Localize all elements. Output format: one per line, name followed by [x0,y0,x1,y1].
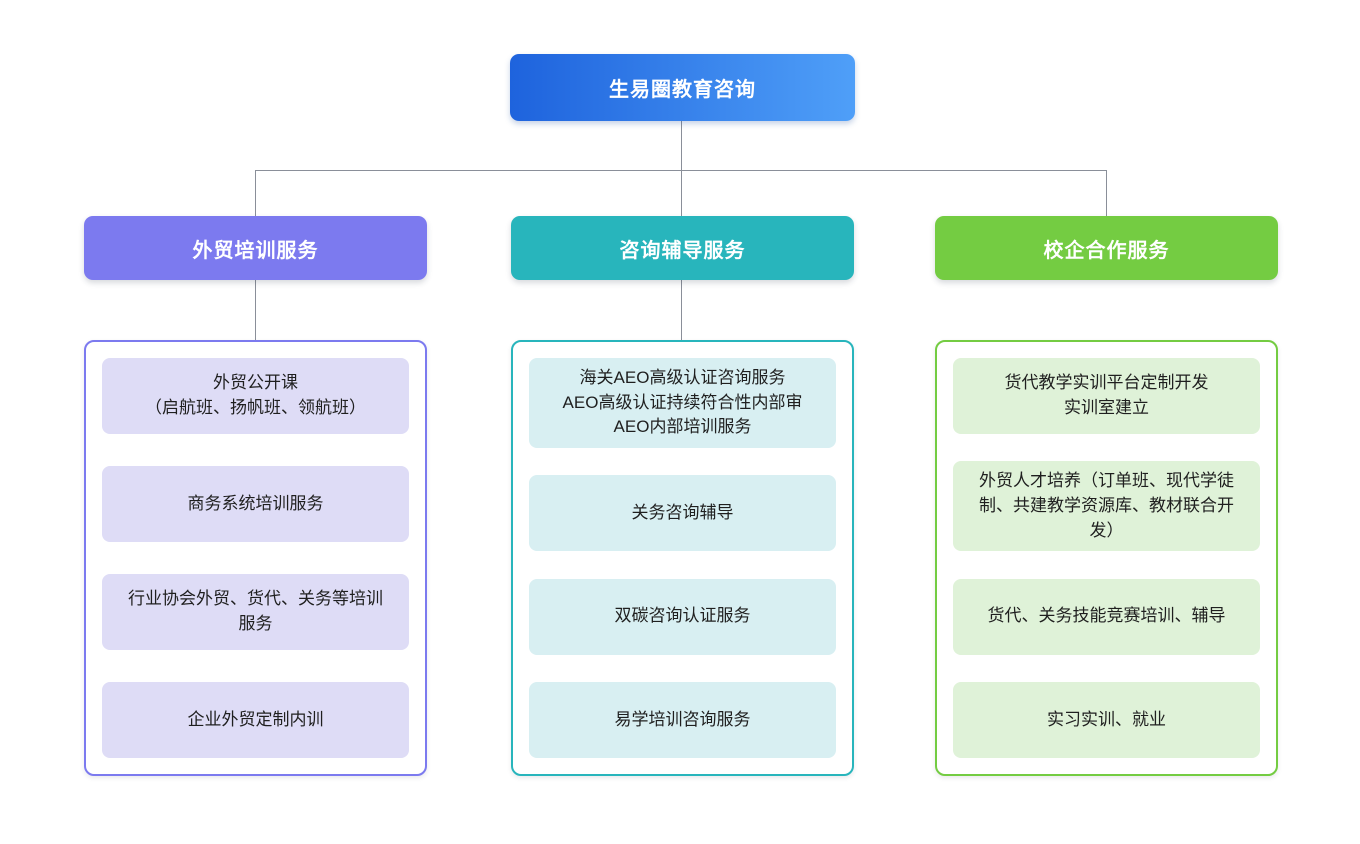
service-item: 货代、关务技能竞赛培训、辅导 [953,578,1260,655]
connector-stub-right [1106,170,1107,216]
service-item: 企业外贸定制内训 [102,682,409,758]
service-item: 行业协会外贸、货代、关务等培训服务 [102,574,409,650]
branch-header-consulting-coaching: 咨询辅导服务 [511,216,854,280]
branch-panel-school-enterprise: 货代教学实训平台定制开发 实训室建立 外贸人才培养（订单班、现代学徒制、共建教学… [935,340,1278,776]
connector-header-panel-middle [681,280,682,340]
service-item: 实习实训、就业 [953,682,1260,758]
connector-stub-middle [681,170,682,216]
connector-header-panel-left [255,280,256,340]
branch-header-school-enterprise: 校企合作服务 [935,216,1278,280]
service-item: 外贸公开课 （启航班、扬帆班、领航班） [102,358,409,434]
service-item: 关务咨询辅导 [529,475,836,552]
service-item: 易学培训咨询服务 [529,682,836,758]
branch-header-foreign-trade-training: 外贸培训服务 [84,216,427,280]
service-item: 货代教学实训平台定制开发 实训室建立 [953,358,1260,434]
branch-panel-consulting-coaching: 海关AEO高级认证咨询服务 AEO高级认证持续符合性内部审 AEO内部培训服务 … [511,340,854,776]
service-item: 海关AEO高级认证咨询服务 AEO高级认证持续符合性内部审 AEO内部培训服务 [529,358,836,448]
service-item: 外贸人才培养（订单班、现代学徒制、共建教学资源库、教材联合开发） [953,461,1260,552]
connector-root-vertical [681,121,682,170]
service-item: 商务系统培训服务 [102,466,409,542]
branch-panel-foreign-trade-training: 外贸公开课 （启航班、扬帆班、领航班） 商务系统培训服务 行业协会外贸、货代、关… [84,340,427,776]
root-node: 生易圈教育咨询 [510,54,855,121]
service-item: 双碳咨询认证服务 [529,578,836,655]
connector-stub-left [255,170,256,216]
